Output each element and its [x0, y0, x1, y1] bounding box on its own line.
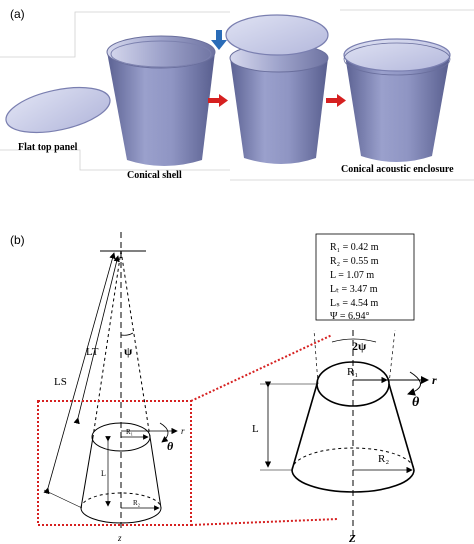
shell-with-lid-shape [225, 14, 329, 164]
left-lt-label: LT [86, 346, 99, 358]
param-ls: Lₛ = 4.54 m [330, 298, 378, 309]
left-schematic [43, 232, 178, 532]
conical-shell-label: Conical shell [127, 170, 182, 181]
param-lt: Lₜ = 3.47 m [330, 284, 378, 295]
blue-down-arrow [211, 30, 227, 50]
right-r1-label: R₁ [347, 366, 358, 378]
conical-enclosure-label: Conical acoustic enclosure [341, 164, 454, 175]
conical-enclosure-shape [343, 38, 451, 162]
left-r2-label: R₂ [133, 499, 141, 507]
red-arrow-1 [208, 94, 228, 107]
panel-b-tag: (b) [10, 233, 25, 247]
param-r2: R₂ = 0.55 m [330, 256, 379, 267]
panel-a-background-lines [0, 9, 474, 181]
left-r1-label: R₁ [126, 428, 133, 436]
flat-top-panel-label: Flat top panel [18, 142, 78, 153]
param-psi: Ψ = 6.94° [330, 311, 370, 322]
left-r-axis-label: r [181, 426, 185, 436]
parameter-table: R₁ = 0.42 m R₂ = 0.55 m L = 1.07 m Lₜ = … [315, 233, 415, 322]
left-theta-label: θ [167, 439, 174, 453]
right-theta-label: θ [412, 395, 420, 410]
right-r2-label: R₂ [378, 453, 389, 465]
conical-shell-shape [106, 35, 216, 166]
param-r1: R₁ = 0.42 m [330, 242, 379, 253]
flat-top-panel-shape [5, 86, 111, 134]
right-schematic [260, 329, 429, 540]
left-ls-label: LS [54, 376, 67, 388]
red-arrow-2 [326, 94, 346, 107]
zoom-box [37, 334, 339, 526]
left-psi-label: ψ [124, 344, 133, 358]
panel-a-tag: (a) [10, 7, 25, 21]
right-l-label: L [252, 423, 259, 435]
left-z-axis-label: z [117, 533, 122, 543]
param-l: L = 1.07 m [330, 270, 374, 281]
left-l-label: L [101, 469, 106, 478]
right-r-axis-label: r [432, 373, 437, 387]
right-z-axis-label: Z [348, 533, 356, 544]
right-2psi-label: 2ψ [352, 339, 367, 353]
